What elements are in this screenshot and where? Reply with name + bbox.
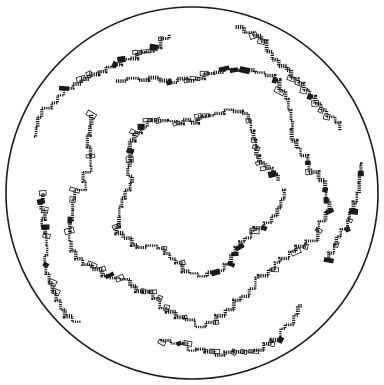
inner-ring [112,110,284,277]
dish-outline [6,7,378,379]
middle-ring [64,66,334,327]
outer-ring [34,27,364,355]
rings-group [34,27,364,355]
